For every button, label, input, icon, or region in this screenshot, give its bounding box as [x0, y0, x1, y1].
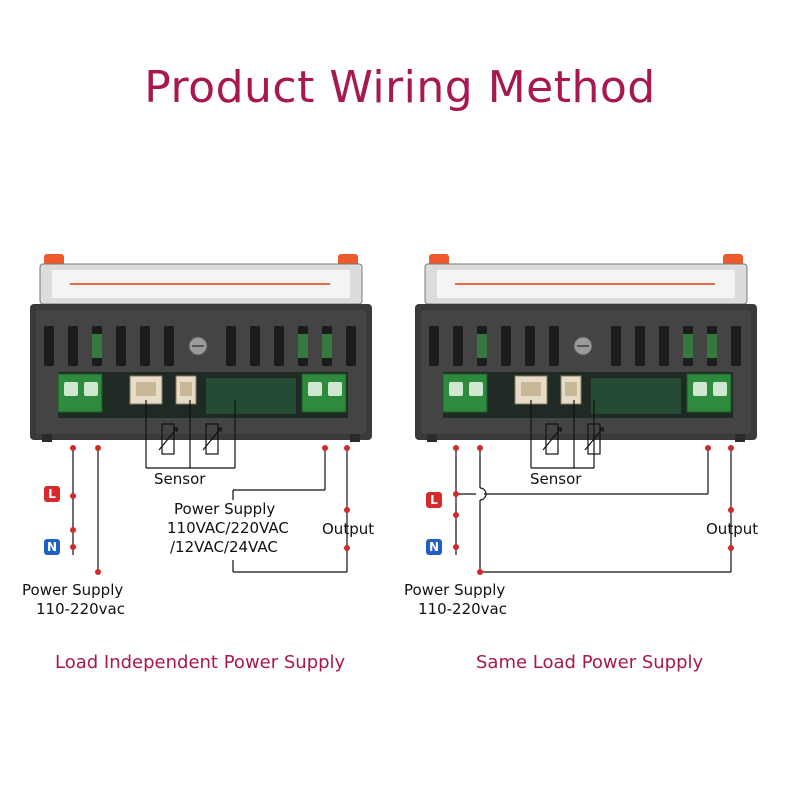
- right-terminal-dots: [453, 445, 734, 575]
- right-L-badge: L: [426, 492, 442, 508]
- right-output-label: Output: [706, 520, 759, 538]
- left-wiring: [72, 400, 348, 573]
- left-aux-power-line3: /12VAC/24VAC: [170, 538, 278, 556]
- left-L-badge: L: [44, 486, 60, 502]
- right-main-power-line2: 110-220vac: [418, 600, 507, 618]
- right-sensor-label: Sensor: [530, 470, 582, 488]
- right-wiring: [455, 400, 732, 573]
- right-caption: Same Load Power Supply: [476, 652, 704, 673]
- right-controller-image: [414, 253, 758, 443]
- left-sensor-label: Sensor: [154, 470, 206, 488]
- left-output-label: Output: [322, 520, 375, 538]
- page-title: Product Wiring Method: [144, 62, 656, 113]
- left-caption: Load Independent Power Supply: [55, 652, 346, 673]
- left-terminal-dots: [70, 445, 350, 575]
- left-controller-image: [29, 253, 373, 443]
- left-N-badge: N: [44, 539, 60, 555]
- right-N-badge: N: [426, 539, 442, 555]
- left-aux-power-line2: 110VAC/220VAC: [167, 519, 289, 537]
- left-aux-power-line1: Power Supply: [174, 500, 276, 518]
- left-main-power-line1: Power Supply: [22, 581, 124, 599]
- left-main-power-line2: 110-220vac: [36, 600, 125, 618]
- right-main-power-line1: Power Supply: [404, 581, 506, 599]
